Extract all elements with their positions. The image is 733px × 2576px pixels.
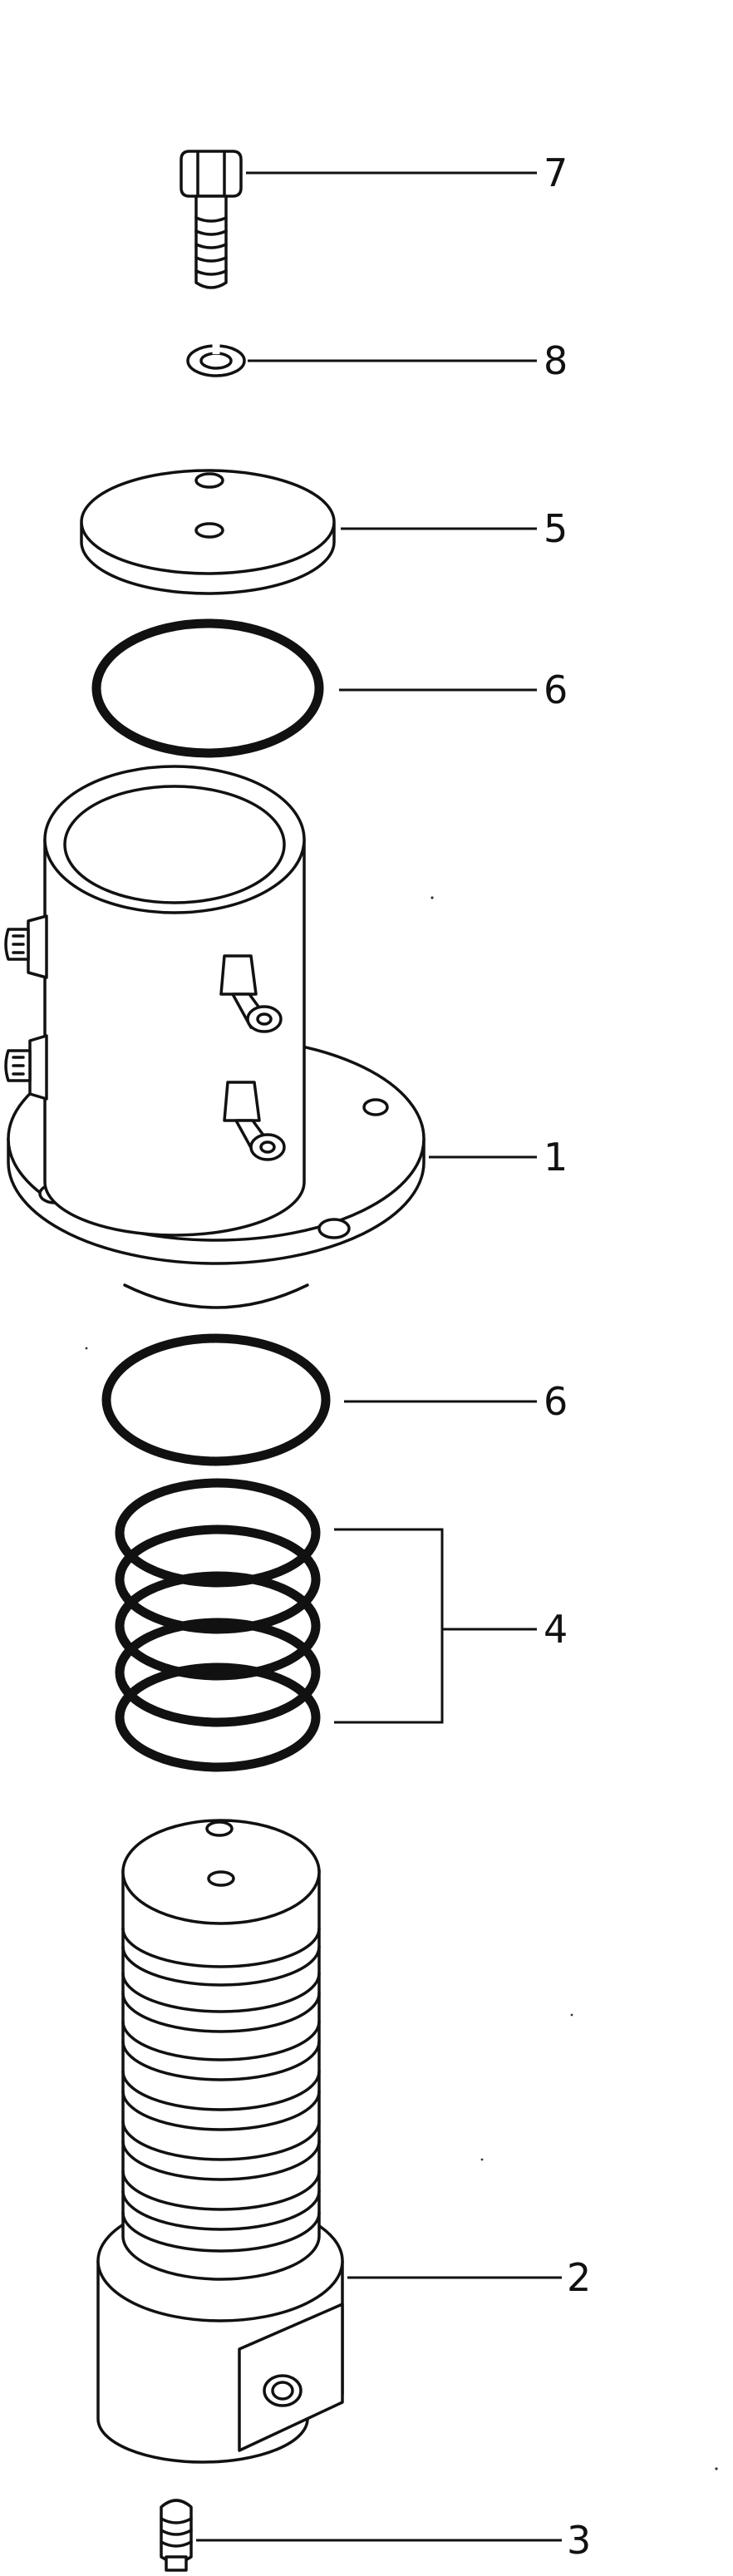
bolt-part: [180, 150, 243, 289]
shaft-part: [96, 1819, 344, 2464]
scan-speck: [480, 2158, 484, 2161]
callout-6-lower: 6: [544, 1379, 568, 1424]
snap-ring-part: [186, 344, 246, 377]
callout-8: 8: [544, 338, 568, 383]
callout-3: 3: [567, 2518, 591, 2563]
scan-speck: [715, 2467, 718, 2470]
callout-4: 4: [544, 1607, 568, 1652]
callout-1: 1: [544, 1135, 568, 1180]
callout-7: 7: [544, 150, 568, 195]
scan-speck: [85, 1347, 88, 1350]
callout-5: 5: [544, 506, 568, 551]
housing-part: [4, 765, 426, 1309]
side-fitting-lower: [4, 1034, 48, 1101]
scan-speck: [570, 2013, 573, 2017]
bracket-4: [334, 1528, 444, 1724]
plug-part: [160, 2499, 193, 2572]
side-fitting-upper: [4, 914, 48, 979]
fitting-lower: [223, 1081, 286, 1161]
cover-part: [80, 469, 336, 595]
callout-6-upper: 6: [544, 667, 568, 712]
fitting-upper: [219, 954, 283, 1033]
seal-rings-part: [115, 1478, 321, 1772]
o-ring-upper-part: [91, 618, 324, 758]
o-ring-lower-part: [101, 1333, 331, 1466]
scan-speck: [430, 896, 434, 899]
callout-2: 2: [567, 2255, 591, 2300]
